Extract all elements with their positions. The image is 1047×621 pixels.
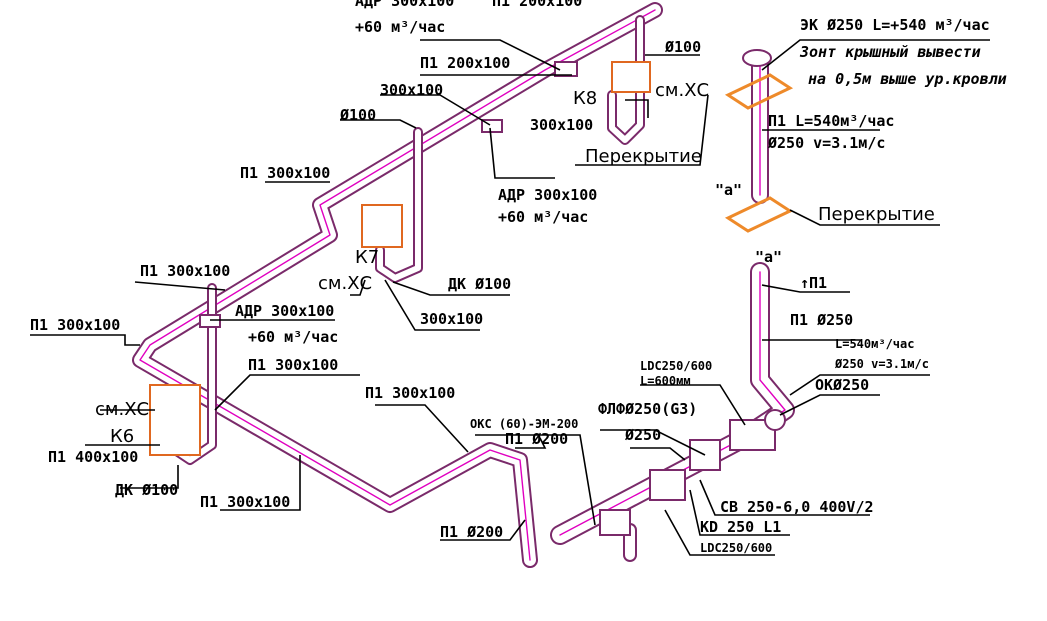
ok250-valve-icon <box>764 409 786 431</box>
adr-grille-low-icon <box>199 314 221 328</box>
branch-k7 <box>375 127 423 283</box>
label-zont-2: на 0,5м выше ур.кровли <box>808 70 1007 88</box>
k7-unit-icon <box>361 204 403 248</box>
slab-lower <box>724 196 794 233</box>
label-300x100-k8: 300х100 <box>530 116 593 134</box>
label-p1-300x100-a: П1 300х100 <box>240 164 330 182</box>
label-k8: К8 <box>573 88 597 109</box>
floor-slabs <box>724 73 794 233</box>
label-p1-d250: П1 Ø250 <box>790 311 853 329</box>
label-ldc-top: LDC250/600 <box>640 359 712 373</box>
duct-network <box>132 2 795 568</box>
label-adr-mid-flow: +60 м³/час <box>498 208 588 226</box>
label-k7: К7 <box>355 247 379 268</box>
label-dk-d100-k6: ДК Ø100 <box>115 481 178 499</box>
label-kd: KD 250 L1 <box>700 518 781 536</box>
label-sm-xc-k8: см.ХС <box>655 80 709 101</box>
adr-grille-top-icon <box>554 61 578 77</box>
label-p1-200x100: П1 200х100 <box>420 54 510 72</box>
label-ldc-bottom: LDC250/600 <box>700 541 772 555</box>
label-p1-300x100-c: П1 300х100 <box>30 316 120 334</box>
label-p1-300x100-b: П1 300х100 <box>140 262 230 280</box>
label-zont-1: Зонт крышный вывести <box>799 43 981 61</box>
label-p1-d200-a: П1 Ø200 <box>505 430 568 448</box>
label-ek: ЭК Ø250 L=+540 м³/час <box>800 16 990 34</box>
label-p1-400x100: П1 400х100 <box>48 448 138 466</box>
riser-upper <box>742 49 772 204</box>
label-adr-mid: АДР 300х100 <box>498 186 597 204</box>
label-adr-low: АДР 300х100 <box>235 302 334 320</box>
label-k6: К6 <box>110 426 134 447</box>
label-p1-l540-top: П1 L=540м³/час <box>768 112 894 130</box>
label-p1-300x100-d: П1 300х100 <box>248 356 338 374</box>
label-perekrytie-1: Перекрытие <box>585 146 702 167</box>
label-p1-top-cut: П1 200х100 <box>492 0 582 10</box>
roof-cap-icon <box>742 49 772 67</box>
main-duct-run <box>132 2 663 568</box>
label-ldc-top-l: L=600мм <box>640 374 691 388</box>
label-up-p1: ↑П1 <box>800 274 827 292</box>
label-cb: CB 250-6,0 400V/2 <box>720 498 874 516</box>
label-p1-300x100-f: П1 300х100 <box>365 384 455 402</box>
label-a-mark-2: "а" <box>755 248 782 266</box>
label-oks: ОКС (60)-ЭМ-200 <box>470 417 578 431</box>
labels: АДР 300х100 +60 м³/час П1 200х100 Ø100 П… <box>30 0 1007 555</box>
label-perekrytie-2: Перекрытие <box>818 204 935 225</box>
label-ok250: ОКØ250 <box>815 376 869 394</box>
label-p1-l540-top-v: Ø250 v=3.1м/с <box>767 134 885 152</box>
label-p1-d200-b: П1 Ø200 <box>440 523 503 541</box>
label-300x100-a: 300х100 <box>380 81 443 99</box>
label-300x100-k7: 300х100 <box>420 310 483 328</box>
label-adr-top: АДР 300х100 <box>355 0 454 10</box>
heater-icon <box>649 469 686 501</box>
k6-unit-icon <box>149 384 201 456</box>
label-p1-300x100-e: П1 300х100 <box>200 493 290 511</box>
ldc-silencer-top-icon <box>729 419 776 451</box>
leader-lines <box>30 39 990 556</box>
oks-damper-icon <box>599 509 631 536</box>
label-l540: L=540м³/час <box>835 337 914 351</box>
label-adr-low-flow: +60 м³/час <box>248 328 338 346</box>
label-flf: ФЛФØ250(G3) <box>598 400 697 418</box>
label-sm-xc-k7: см.ХС <box>318 273 372 294</box>
slab-upper <box>724 73 794 110</box>
label-d250: Ø250 <box>624 426 661 444</box>
label-l540-v: Ø250 v=3.1м/с <box>834 357 929 371</box>
label-a-mark-1: "а" <box>715 181 742 199</box>
label-dk-d100-k7: ДК Ø100 <box>448 275 511 293</box>
label-adr-top-flow: +60 м³/час <box>355 18 445 36</box>
k8-unit-icon <box>611 61 651 93</box>
label-sm-xc-k6: см.ХС <box>95 399 149 420</box>
label-d100-left: Ø100 <box>339 106 376 124</box>
label-d100-k8: Ø100 <box>664 38 701 56</box>
